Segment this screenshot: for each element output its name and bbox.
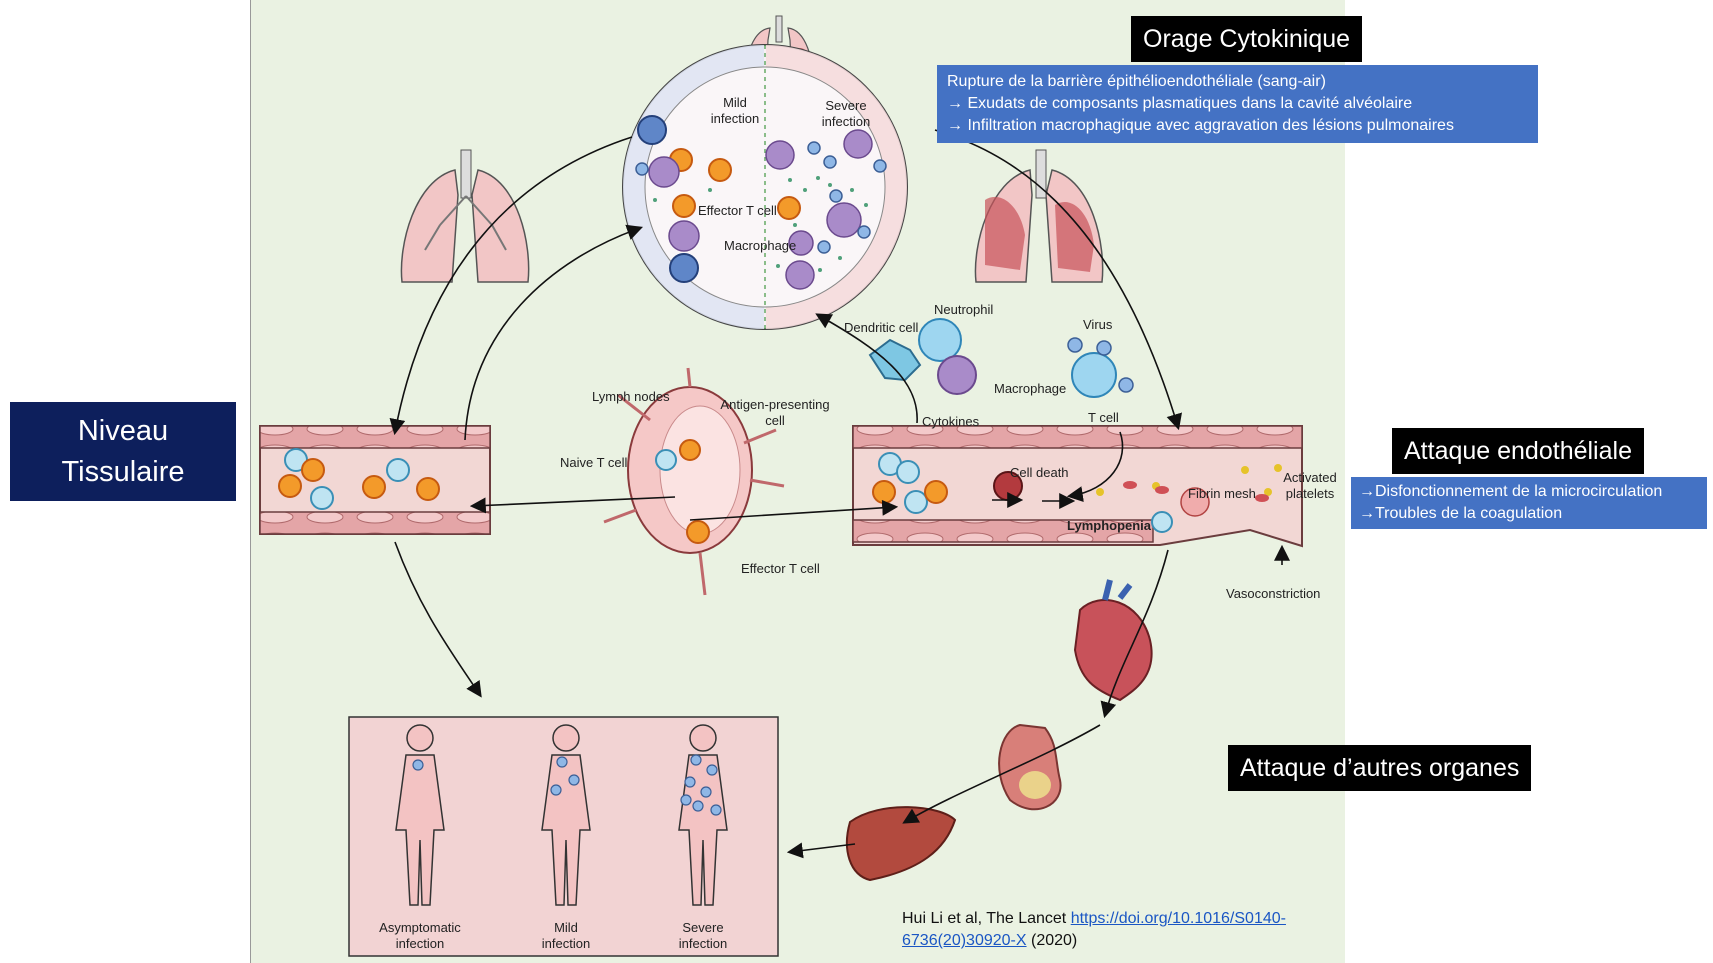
lymph-nodes-label: Lymph nodes xyxy=(592,389,670,404)
organes-title: Attaque d’autres organes xyxy=(1228,745,1532,791)
orage-line-1: Rupture de la barrière épithélioendothél… xyxy=(947,73,1326,90)
human-figures xyxy=(395,724,728,906)
body-severe-icon xyxy=(678,724,728,906)
immune-cells-cluster xyxy=(868,318,1134,398)
lymph-effector-label: Effector T cell xyxy=(741,561,820,576)
kidney-icon xyxy=(998,723,1062,811)
endothelial-details-box: →Disfonctionnement de la microcirculatio… xyxy=(1351,477,1707,529)
doi-link[interactable]: https://doi.org/10.1016/S0140-6736(20)30… xyxy=(902,910,1286,949)
tcell-label: T cell xyxy=(1088,410,1119,425)
virus-label: Virus xyxy=(1083,317,1113,332)
heart-icon xyxy=(1073,579,1153,702)
orage-title: Orage Cytokinique xyxy=(1131,16,1363,62)
lymphopenia-label: Lymphopenia xyxy=(1067,518,1152,533)
liver-icon xyxy=(845,806,957,882)
body-asymptomatic-icon xyxy=(395,724,445,906)
virus-on-bodies xyxy=(412,754,722,816)
lungs-left-icon xyxy=(400,149,530,283)
dendritic-cell-label: Dendritic cell xyxy=(844,320,919,335)
left-blood-vessel xyxy=(259,425,491,535)
alveolus-diagram xyxy=(622,44,908,330)
endo-line-1: →Disfonctionnement de la microcirculatio… xyxy=(1359,483,1663,500)
endothelial-title: Attaque endothéliale xyxy=(1392,428,1644,474)
cytokines-label: Cytokines xyxy=(922,414,980,429)
fibrin-mesh-label: Fibrin mesh xyxy=(1188,486,1256,501)
orage-line-3: → Infiltration macrophagique avec aggrav… xyxy=(947,117,1454,134)
neutrophil-label: Neutrophil xyxy=(934,302,994,317)
orage-details-box: Rupture de la barrière épithélioendothél… xyxy=(937,65,1538,143)
right-blood-vessel xyxy=(852,425,1303,548)
lungs-right-icon xyxy=(974,149,1104,283)
endo-line-2: →Troubles de la coagulation xyxy=(1359,505,1563,522)
naive-tcell-label: Naive T cell xyxy=(560,455,628,470)
lymph-node-diagram xyxy=(603,367,785,596)
citation: Hui Li et al, The Lancet https://doi.org… xyxy=(902,910,1286,949)
alveolus-macrophage-label: Macrophage xyxy=(724,238,797,253)
macrophage-label: Macrophage xyxy=(994,381,1067,396)
cell-death-label: Cell death xyxy=(1010,465,1069,480)
alveolus-effector-label: Effector T cell xyxy=(698,203,777,218)
vasoconstriction-label: Vasoconstriction xyxy=(1226,586,1321,601)
orage-line-2: → Exudats de composants plasmatiques dan… xyxy=(947,95,1413,112)
